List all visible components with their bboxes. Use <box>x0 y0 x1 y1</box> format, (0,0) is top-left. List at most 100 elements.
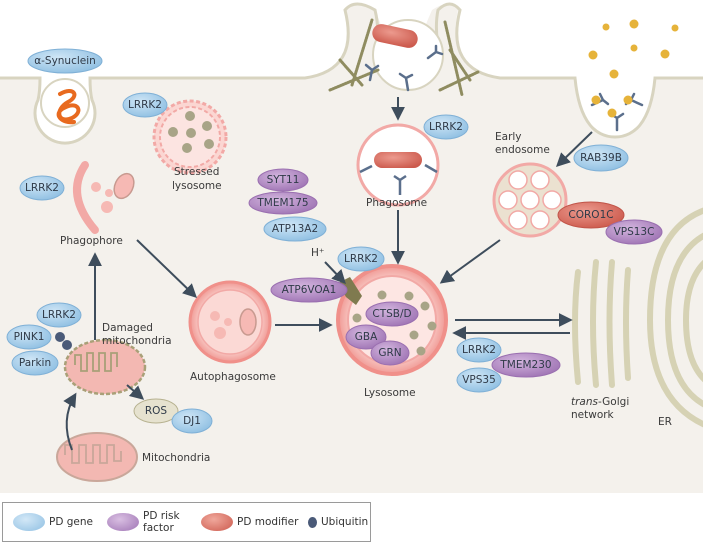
legend-label-line2: factor <box>143 522 174 534</box>
arrow-phagophore-to-autophagosome <box>136 239 198 298</box>
damaged-mitochondria-label: Damaged <box>102 322 153 334</box>
lrrk2-label: LRRK2 <box>25 182 59 194</box>
gba-label: GBA <box>355 331 378 343</box>
tmem230-label: TMEM230 <box>499 359 551 371</box>
legend-label: PD gene <box>49 516 93 528</box>
dj1-label: DJ1 <box>183 415 201 427</box>
lrrk2-label: LRRK2 <box>429 121 463 133</box>
pathway-arrows <box>63 97 593 451</box>
legend-label: PD modifier <box>237 516 299 528</box>
trans-golgi-label: trans-Golgi <box>571 396 629 408</box>
legend-label-line1: PD risk <box>143 510 180 522</box>
protein-parkin: Parkin <box>11 350 59 376</box>
legend-item-pd-gene: PD gene <box>13 503 93 541</box>
stressed-lysosome-label: Stressed <box>174 166 219 178</box>
protein-atp13a2: ATP13A2 <box>263 216 327 242</box>
lrrk2-label: LRRK2 <box>462 344 496 356</box>
legend-item-pd-modifier: PD modifier <box>201 503 298 541</box>
protein-vps35: VPS35 <box>456 367 502 393</box>
molecule-ros: ROS <box>133 398 179 424</box>
early-endosome-label: Early <box>495 131 522 143</box>
mitochondria <box>56 432 138 482</box>
protein-atp6voa1: ATP6VOA1 <box>270 277 348 303</box>
endocytic-pit <box>586 80 646 133</box>
protein-grn: GRN <box>370 340 410 366</box>
phagosome-label: Phagosome <box>366 197 427 209</box>
coro1c-label: CORO1C <box>568 209 613 221</box>
pd-gene-swatch-icon <box>13 513 45 531</box>
alpha-synuclein-aggregate-icon <box>56 89 81 125</box>
pd-modifier-swatch-icon <box>201 513 233 531</box>
protein-syt11: SYT11 <box>257 168 309 192</box>
actin-filaments <box>328 18 480 97</box>
er-label: ER <box>658 416 672 428</box>
protein-ctsbd: CTSB/D <box>365 301 419 327</box>
phagophore <box>73 161 135 234</box>
ubiquitin-icon <box>62 340 72 350</box>
grn-label: GRN <box>378 347 401 359</box>
early-endosome-label-line2: endosome <box>495 144 550 156</box>
tmem175-label: TMEM175 <box>256 197 308 209</box>
arrow-pit-to-endosome <box>555 131 593 167</box>
arrow-endosome-to-lysosome <box>439 239 501 284</box>
legend-label: Ubiquitin <box>321 516 369 528</box>
ctsbd-label: CTSB/D <box>372 308 411 320</box>
ros-label: ROS <box>145 405 168 417</box>
golgi-text: -Golgi <box>598 396 629 408</box>
pd-risk-factor-swatch-icon <box>107 513 139 531</box>
trans-golgi-label-line2: network <box>571 409 615 421</box>
arrow-mito-to-damaged <box>63 392 77 451</box>
protein-lrrk2-phagosome: LRRK2 <box>423 114 469 140</box>
arrow-mito-to-ros <box>126 384 145 400</box>
mitochondria-label: Mitochondria <box>142 452 210 464</box>
autophagosome-label: Autophagosome <box>190 371 276 383</box>
atp13a2-label: ATP13A2 <box>272 223 318 235</box>
lrrk2-label: LRRK2 <box>128 99 162 111</box>
lysosome-label: Lysosome <box>364 387 416 399</box>
protein-lrrk2-phagophore: LRRK2 <box>19 175 65 201</box>
ubiquitin-swatch-icon <box>308 516 317 528</box>
endoplasmic-reticulum <box>646 207 703 428</box>
legend-item-ubiquitin: Ubiquitin <box>308 503 368 541</box>
trans-italic: trans <box>571 396 599 408</box>
phagophore-label: Phagophore <box>60 235 123 247</box>
arrow-proton <box>324 261 346 285</box>
parkin-label: Parkin <box>19 357 51 369</box>
protein-alpha-synuclein: α-Synuclein <box>27 48 103 74</box>
ubiquitin-icon <box>55 332 65 342</box>
damaged-mitochondria-label-line2: mitochondria <box>102 335 172 347</box>
autophagosome <box>188 280 272 364</box>
vps13c-label: VPS13C <box>614 226 655 238</box>
protein-lrrk2-lysosome: LRRK2 <box>337 246 385 272</box>
cargo-particles <box>588 19 679 118</box>
protein-gba: GBA <box>345 324 387 350</box>
protein-dj1: DJ1 <box>171 408 213 434</box>
stressed-lysosome <box>152 99 228 175</box>
pink1-label: PINK1 <box>14 331 45 343</box>
protein-vps13c: VPS13C <box>605 219 663 245</box>
rab39b-label: RAB39B <box>580 152 622 164</box>
early-endosome <box>492 162 568 238</box>
syt11-label: SYT11 <box>267 174 300 186</box>
bacterium-icon <box>372 24 418 48</box>
lrrk2-label: LRRK2 <box>344 253 378 265</box>
protein-coro1c: CORO1C <box>557 201 625 229</box>
protein-lrrk2-stressed: LRRK2 <box>122 92 168 118</box>
phagosome <box>356 123 440 207</box>
protein-rab39b: RAB39B <box>573 144 629 172</box>
receptor-icons <box>364 44 644 132</box>
vps35-label: VPS35 <box>462 374 496 386</box>
protein-pink1: PINK1 <box>6 324 52 350</box>
protein-tmem230: TMEM230 <box>491 352 561 378</box>
alpha-synuclein-label: α-Synuclein <box>34 55 96 67</box>
diagram-canvas: α-Synuclein LRRK2 LRRK2 LRRK2 SYT11 TMEM… <box>0 2 703 493</box>
protein-lrrk2-mito: LRRK2 <box>36 302 82 328</box>
damaged-mitochondria <box>63 338 147 396</box>
lrrk2-label: LRRK2 <box>42 309 76 321</box>
proton-label: H⁺ <box>311 247 324 259</box>
trans-golgi-network <box>572 259 631 388</box>
protein-tmem175: TMEM175 <box>248 191 318 215</box>
